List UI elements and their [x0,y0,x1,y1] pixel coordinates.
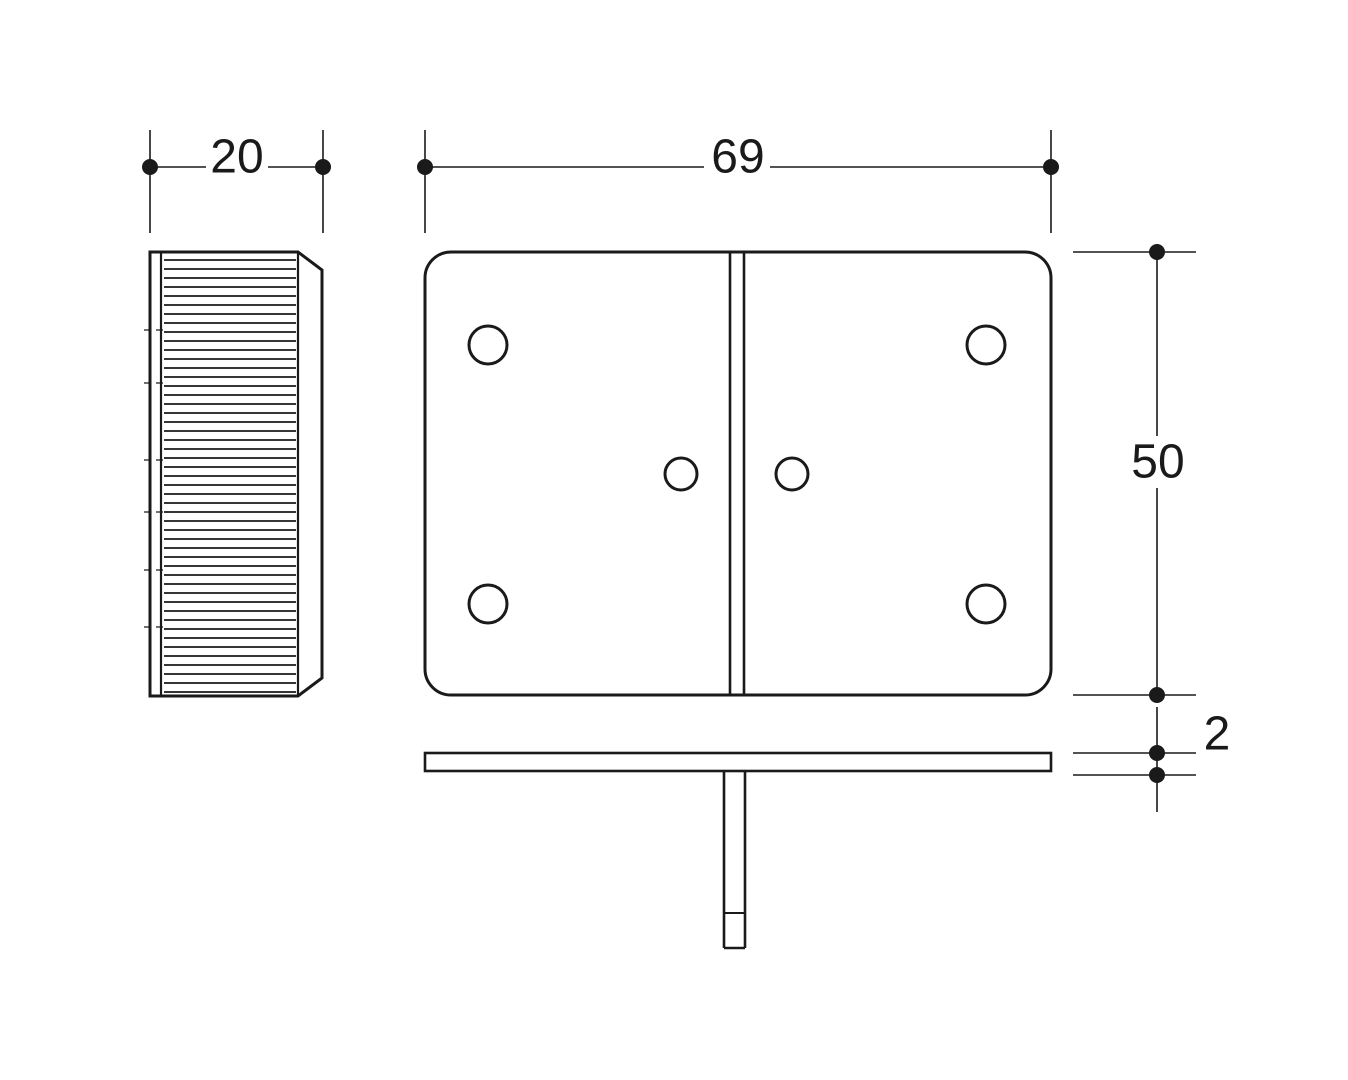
hole-top-left [467,324,509,366]
dim20-label: 20 [210,131,263,184]
hole-center-left [663,456,699,492]
dim50-dot-bottom [1149,687,1165,703]
plate-edge-outline [423,751,1053,773]
dim20-label-mask [206,131,268,183]
hole-top-right [965,324,1007,366]
front-view [423,250,1053,697]
hole-bottom-right [965,583,1007,625]
dimension-plate-width: 69 [417,130,1059,233]
dim2-label: 2 [1204,708,1231,761]
hole-center-right [774,456,810,492]
side-view [144,250,324,698]
dim69-label-mask [704,131,770,183]
dim50-dot-top [1149,244,1165,260]
dim2-dot-top [1149,745,1165,761]
dim50-label: 50 [1131,436,1184,489]
dimension-plate-thickness: 2 [1073,707,1230,812]
dim69-label: 69 [711,131,764,184]
dimension-side-thickness: 20 [142,130,331,233]
hole-bottom-left [467,583,509,625]
serration-lines [164,259,296,693]
dim69-dot-left [417,159,433,175]
dim20-dot-left [142,159,158,175]
dim50-label-mask [1124,436,1192,488]
side-view-center-marks [144,329,167,628]
dim2-dot-bottom [1149,767,1165,783]
dimension-plate-height: 50 [1073,244,1196,703]
dim20-dot-right [315,159,331,175]
dim69-dot-right [1043,159,1059,175]
front-plate-outline [423,250,1053,697]
bottom-view [423,751,1053,950]
